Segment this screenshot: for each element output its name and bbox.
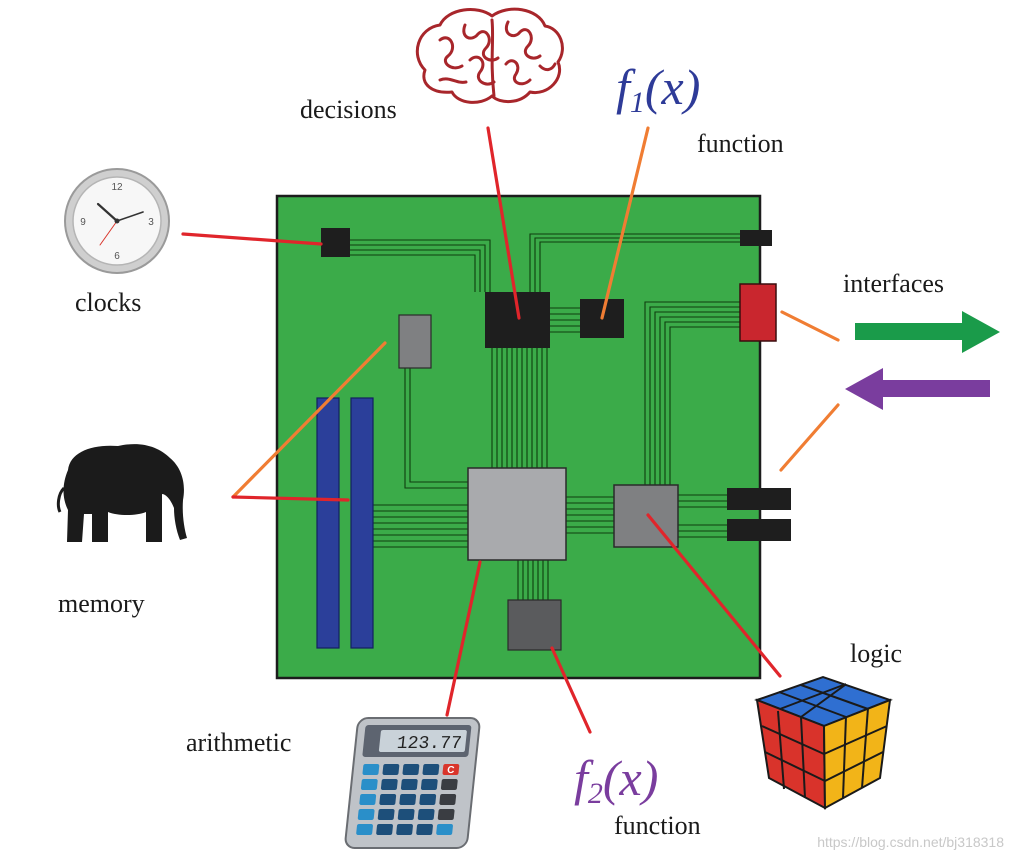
calculator-display: 123.77 — [396, 734, 463, 754]
elephant-icon — [56, 444, 187, 542]
calculator-key — [359, 794, 377, 805]
calculator-key — [442, 764, 460, 775]
memory-pointer-line-lower — [231, 495, 350, 502]
calculator-key — [396, 824, 413, 835]
clock-numeral-12: 12 — [111, 182, 123, 193]
calculator-key — [400, 779, 418, 790]
interface-pointer-line-bottom — [779, 403, 840, 472]
label-interfaces: interfaces — [843, 269, 944, 298]
label-decisions: decisions — [300, 95, 397, 124]
connector-bottom — [727, 519, 791, 541]
formula-f2-argument: (x) — [603, 750, 659, 806]
f2-chip — [507, 599, 562, 651]
memory-pointer-line-upper — [231, 341, 387, 499]
calculator-key — [420, 779, 438, 790]
formula-f1: f1(x) — [616, 59, 700, 119]
calculator-key — [440, 779, 458, 790]
calculator-key — [436, 824, 453, 835]
clock-icon: 12 3 6 9 — [64, 168, 170, 274]
pointer-lines — [181, 126, 840, 734]
calculator-key — [360, 779, 378, 790]
decisions-pointer-line — [486, 126, 521, 320]
calculator-key — [382, 764, 400, 775]
calculator-key — [439, 794, 457, 805]
connector-top — [727, 488, 791, 510]
calculator-key — [379, 794, 397, 805]
top-right-small-chip — [740, 230, 772, 246]
calculator-key — [377, 809, 395, 820]
label-function-top: function — [697, 129, 784, 158]
clock-numeral-3: 3 — [148, 217, 154, 228]
calculator-key — [417, 809, 435, 820]
interface-pointer-line-top — [780, 310, 840, 342]
label-arithmetic: arithmetic — [186, 728, 291, 757]
label-logic: logic — [850, 639, 902, 668]
memory-bar-right — [350, 397, 374, 649]
calculator-key — [380, 779, 398, 790]
memory-bar-left — [316, 397, 340, 649]
calculator-key — [416, 824, 433, 835]
formula-f2: f2(x) — [574, 750, 658, 810]
formula-f1-subscript: 1 — [630, 86, 645, 119]
calculator-key — [399, 794, 417, 805]
formula-f2-subscript: 2 — [588, 777, 603, 810]
label-function-bottom: function — [614, 811, 701, 840]
calculator-key — [437, 809, 455, 820]
input-arrow — [845, 368, 990, 410]
calculator-key — [402, 764, 420, 775]
calculator-key — [419, 794, 437, 805]
label-memory: memory — [58, 589, 145, 618]
cpu-chip — [467, 467, 567, 561]
calculator-key — [357, 809, 375, 820]
clock-numeral-9: 9 — [80, 217, 86, 228]
clock-pointer-line — [181, 232, 323, 246]
clock-chip — [321, 228, 350, 257]
f1-pointer-line — [600, 126, 650, 320]
calculator-key — [356, 824, 373, 835]
label-clocks: clocks — [75, 288, 141, 317]
calculator-key — [397, 809, 415, 820]
interface-red-chip — [739, 283, 777, 342]
memory-small-gray-chip — [398, 314, 432, 369]
calculator-icon: 123.77 C — [344, 717, 481, 849]
calculator-clear-key: C — [447, 765, 455, 776]
output-arrow — [855, 311, 1000, 353]
calculator-key — [422, 764, 440, 775]
arithmetic-pointer-line — [445, 560, 482, 717]
formula-f1-argument: (x) — [645, 59, 701, 115]
calculator-key — [376, 824, 393, 835]
brain-icon — [415, 7, 564, 104]
logic-pointer-line — [646, 513, 782, 678]
clock-numeral-6: 6 — [114, 251, 120, 262]
watermark: https://blog.csdn.net/bj318318 — [817, 834, 1004, 850]
calculator-key — [362, 764, 380, 775]
rubiks-cube-icon — [754, 675, 893, 810]
board-traces — [350, 233, 740, 600]
f2-pointer-line — [550, 646, 592, 734]
